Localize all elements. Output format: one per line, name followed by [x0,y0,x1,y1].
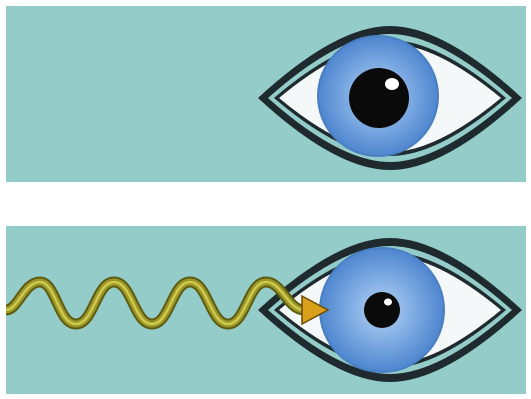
panel-bright-light-svg [6,226,526,394]
pupil-small [364,292,400,328]
panel-divider [6,184,526,224]
panel-dim-light-svg [6,6,526,182]
panel-bright-light [6,226,526,394]
panel-dim-light [6,6,526,182]
pupil-highlight [384,299,392,306]
pupil-highlight [385,78,399,90]
pupil-large [349,68,409,128]
